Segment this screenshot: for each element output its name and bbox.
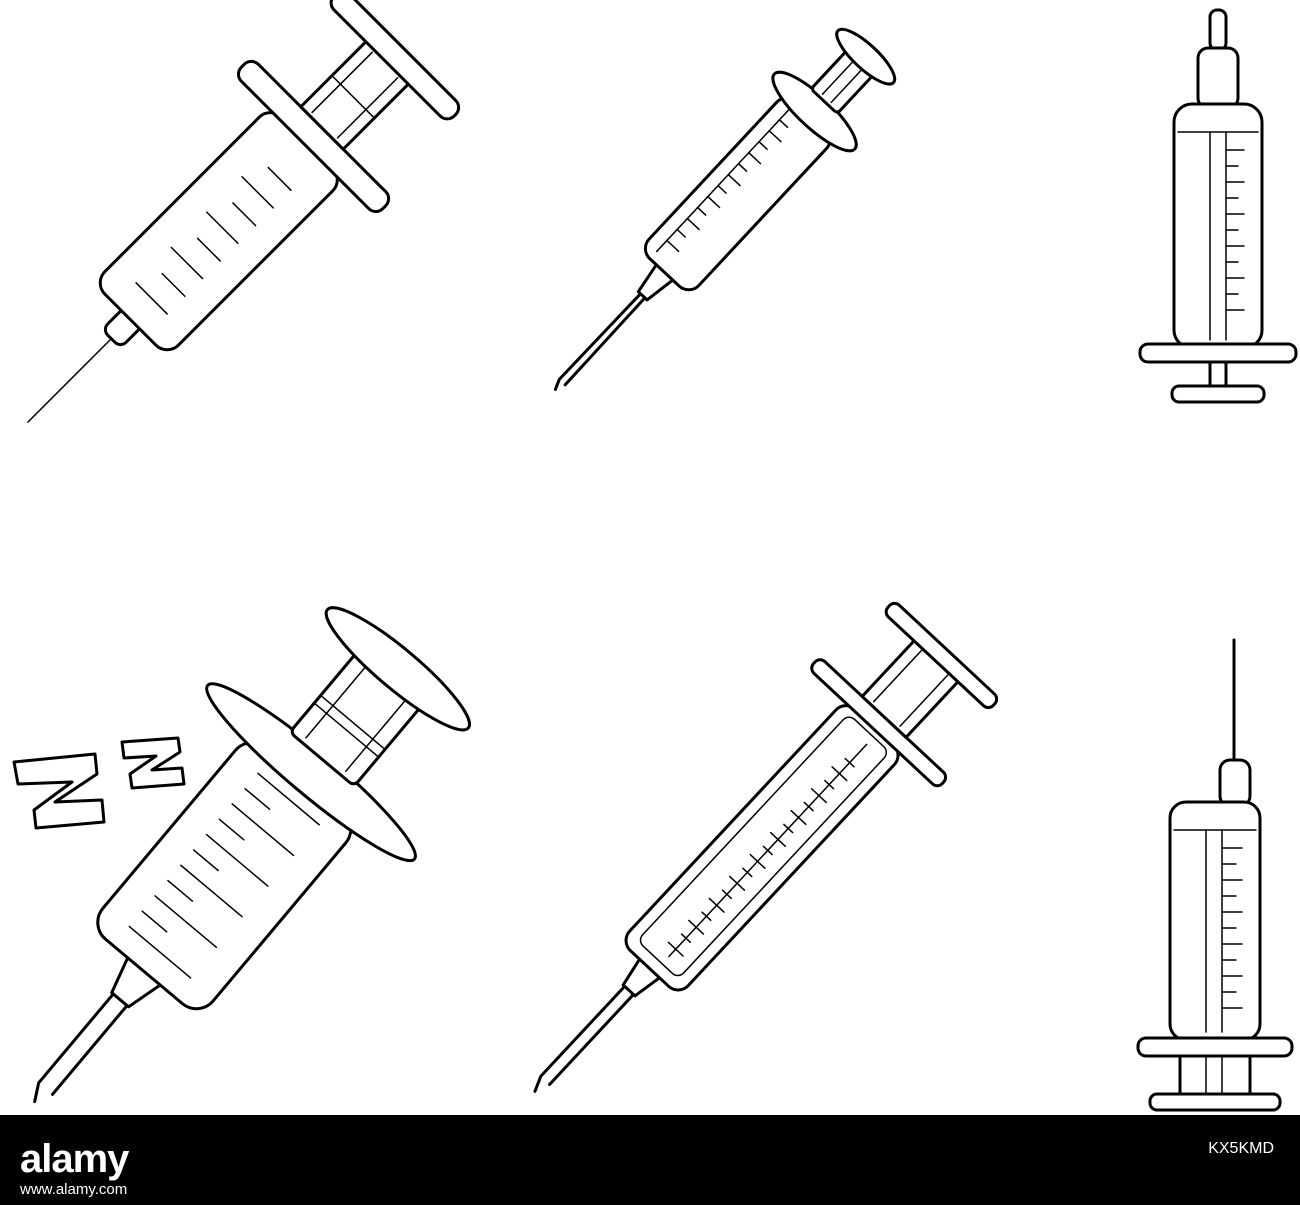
syringe-vertical-needle-up-icon: [1136, 638, 1294, 1112]
syringe-slim-icon: [553, 27, 897, 391]
sleep-zzz-icon: [12, 736, 186, 830]
syringe-diagonal-icon: [27, 0, 461, 423]
syringe-sleep-icon: [33, 606, 471, 1104]
syringe-long-icon: [533, 601, 999, 1093]
stock-footer-bar: [0, 1115, 1300, 1205]
sleep-text: Z Z: [0, 0, 2, 1]
illustration-canvas: Z Z: [0, 0, 1298, 1112]
syringe-vertical-icon: [1138, 8, 1298, 404]
stock-url: www.alamy.com: [20, 1181, 128, 1198]
image-id: KX5KMD: [1208, 1140, 1274, 1157]
stock-logo: alamy: [20, 1137, 129, 1181]
